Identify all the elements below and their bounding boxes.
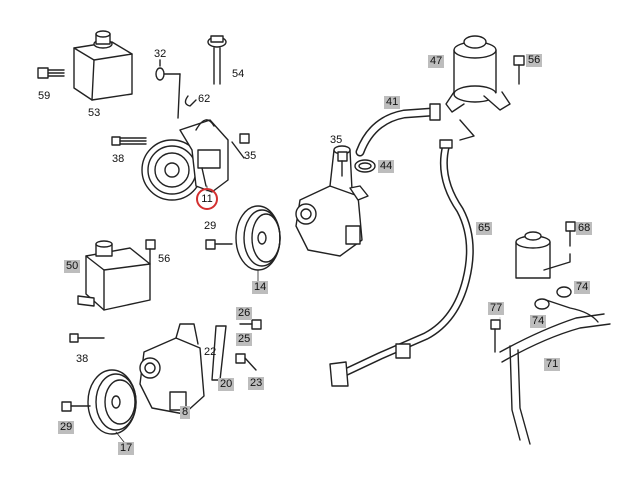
pump-11	[141, 119, 229, 201]
callout-50: 50	[64, 260, 81, 273]
bolt-26	[239, 319, 262, 330]
callout-26: 26	[236, 307, 253, 320]
callout-14: 14	[252, 281, 269, 294]
pump-8	[139, 323, 205, 415]
lines-71	[499, 299, 611, 445]
callout-54: 54	[232, 68, 245, 80]
callout-44: 44	[378, 160, 395, 173]
bolt-59	[37, 67, 65, 79]
bolt-29-lower	[61, 401, 91, 412]
callout-71: 71	[544, 358, 561, 371]
callout-38-lower: 38	[76, 353, 89, 365]
callout-68: 68	[576, 222, 593, 235]
callout-38-top: 38	[112, 153, 125, 165]
bolt-77	[490, 319, 501, 353]
pulley-14	[235, 205, 281, 271]
callout-23: 23	[248, 377, 265, 390]
bolt-68	[565, 221, 576, 247]
callout-25: 25	[236, 333, 253, 346]
callout-11-highlighted[interactable]: 11	[196, 188, 218, 210]
callout-35-b: 35	[330, 134, 343, 146]
callout-77: 77	[488, 302, 505, 315]
callout-62: 62	[198, 93, 211, 105]
callout-53: 53	[88, 107, 101, 119]
callout-32: 32	[154, 48, 167, 60]
bolt-35-a	[231, 133, 250, 159]
bolt-35-b	[337, 151, 348, 177]
callout-17: 17	[118, 442, 135, 455]
reservoir-50	[77, 240, 151, 311]
reservoir-47	[445, 35, 511, 113]
callout-41: 41	[384, 96, 401, 109]
callout-74-a: 74	[574, 281, 591, 294]
bolt-56-top	[513, 55, 525, 85]
bolt-38-top	[111, 136, 147, 146]
callout-59: 59	[38, 90, 51, 102]
callout-29-upper: 29	[204, 220, 217, 232]
callout-56-top: 56	[526, 54, 543, 67]
callout-8: 8	[180, 406, 191, 419]
callout-20: 20	[218, 378, 235, 391]
clamp-62	[184, 95, 197, 107]
clamp-44	[354, 159, 376, 173]
cap-54	[207, 35, 227, 85]
reservoir-small	[515, 231, 571, 279]
pump-middle	[295, 145, 369, 257]
clamp-74	[534, 286, 572, 310]
bolt-29-upper	[205, 239, 233, 250]
hose-65	[329, 119, 475, 387]
bolt-56-left	[145, 239, 156, 265]
pulley-17	[87, 369, 137, 435]
ring-32	[155, 59, 165, 81]
callout-74-b: 74	[530, 315, 547, 328]
callout-35-a: 35	[244, 150, 257, 162]
callout-47: 47	[428, 55, 445, 68]
callout-56-left: 56	[158, 253, 171, 265]
callout-65: 65	[476, 222, 493, 235]
bolt-38-lower	[69, 333, 105, 343]
hose-41	[355, 103, 441, 157]
reservoir-53	[73, 30, 133, 101]
bolt-23	[235, 353, 257, 371]
callout-29-lower: 29	[58, 421, 75, 434]
callout-22: 22	[204, 346, 217, 358]
